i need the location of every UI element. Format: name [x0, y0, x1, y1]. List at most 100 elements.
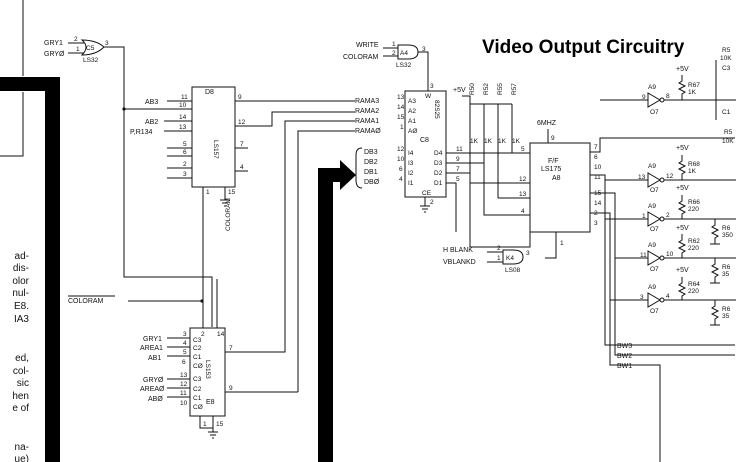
right-edge-components: R5 10K C3 C1 R5 10K: [715, 47, 734, 145]
schematic-label: BW1: [617, 363, 632, 370]
schematic-label: GRY1: [143, 336, 162, 343]
schematic-label: +5V: [676, 267, 689, 274]
gate-k4: K4 H BLANK VBLANKD 2 1 3 LS08: [443, 245, 530, 274]
schematic-label: BW2: [617, 353, 632, 360]
schematic-label: CØ: [193, 363, 203, 370]
chip-a8: F/F LS175 A8 6MHZ 9 5 12 13 4 7 6 10 11 …: [519, 120, 735, 462]
schematic-label: O7: [650, 226, 659, 233]
schematic-label: O7: [650, 266, 659, 273]
schematic-label: 4: [399, 176, 403, 183]
bus-arrow-icon: [318, 160, 356, 190]
schematic-label: AREAØ: [140, 386, 165, 393]
schematic-label: 9: [642, 94, 646, 101]
schematic-label: 9: [238, 94, 242, 101]
schematic-label: 35: [722, 271, 730, 278]
schematic-label: 7: [594, 144, 598, 151]
schematic-label: 13: [519, 191, 527, 198]
schematic-label: RAMA2: [355, 108, 379, 115]
schematic-label: LS175: [541, 166, 561, 173]
schematic-label: O7: [650, 308, 659, 315]
schematic-label: DBØ: [364, 179, 380, 186]
schematic-label: 10: [179, 102, 187, 109]
schematic-label: +5V: [676, 145, 689, 152]
schematic-label: LS08: [505, 267, 521, 274]
schematic-label: 10K: [720, 55, 732, 62]
schematic-label: 3: [526, 250, 530, 257]
schematic-label: 6MHZ: [537, 120, 557, 127]
text-fragment: col-: [13, 366, 29, 377]
schematic-label: 2: [666, 212, 670, 219]
schematic-label: +5V: [676, 225, 689, 232]
body-text: ad- dis- olor nul- E8. IA3 ed, col- sic …: [12, 251, 29, 462]
text-fragment: IA3: [14, 314, 29, 325]
schematic-label: 14: [217, 331, 225, 338]
schematic-label: RAMAØ: [355, 128, 381, 135]
schematic-label: 220: [688, 288, 699, 295]
text-fragment: ue): [15, 454, 29, 462]
schematic-label: LS32: [396, 62, 412, 69]
text-fragment: sic: [17, 378, 29, 389]
schematic-label: A8: [552, 175, 561, 182]
schematic-label: AB3: [145, 99, 158, 106]
schematic-label: 14: [397, 104, 405, 111]
schematic-label: 13: [179, 124, 187, 131]
schematic-label: R6: [722, 264, 731, 271]
schematic-label: LS153: [204, 360, 211, 379]
text-fragment: na-: [15, 442, 29, 453]
schematic-label: D3: [434, 160, 443, 167]
text-fragment: ed,: [15, 353, 29, 364]
schematic-label: 6: [399, 166, 403, 173]
schematic-label: C3: [193, 337, 202, 344]
schematic-label: I1: [408, 180, 414, 187]
schematic-label: A9: [648, 284, 656, 291]
schematic-label: GRY1: [44, 40, 63, 47]
schematic-label: 1: [392, 41, 396, 48]
schematic-label: R55: [497, 83, 504, 95]
schematic-label: P,R134: [130, 129, 153, 136]
schematic-label: 2: [430, 199, 434, 206]
schematic-label: 35: [722, 313, 730, 320]
schematic-label: C2: [193, 345, 202, 352]
schematic-label: A4: [400, 50, 408, 57]
schematic-label: DB2: [364, 159, 378, 166]
schematic-label: R68: [688, 161, 700, 168]
schematic-label: 7: [240, 141, 244, 148]
schematic-label: 1: [400, 124, 404, 131]
schematic-label: VBLANKD: [443, 259, 476, 266]
schematic-label: AREA1: [140, 345, 163, 352]
schematic-label: 12: [180, 381, 188, 388]
schematic-label: WRITE: [356, 42, 379, 49]
schematic-label: AØ: [408, 128, 417, 135]
text-fragment: e of: [12, 403, 29, 414]
schematic-label: 6: [183, 149, 187, 156]
schematic-label: 9: [456, 156, 460, 163]
schematic-label: 1K: [470, 138, 479, 145]
schematic-label: +5V: [676, 66, 689, 73]
schematic-label: I4: [408, 150, 414, 157]
schematic-label: LS32: [83, 57, 99, 64]
text-fragment: ad-: [15, 251, 29, 262]
schematic-label: 4: [240, 164, 244, 171]
schematic-label: A9: [648, 163, 656, 170]
schematic-label: 13: [180, 372, 188, 379]
schematic-label: 1K: [484, 138, 493, 145]
schematic-label: R6: [722, 225, 731, 232]
schematic-label: 1: [560, 240, 564, 247]
schematic-label: A9: [648, 84, 656, 91]
schematic-label: 1K: [512, 138, 521, 145]
schematic-label: 11: [180, 390, 187, 397]
schematic-label: A9: [648, 242, 656, 249]
ram-address-labels: RAMA3 RAMA2 RAMA1 RAMAØ DB3 DB2 DB1 DBØ: [355, 98, 381, 189]
schematic-label: DB1: [364, 169, 378, 176]
schematic-label: 1: [203, 421, 207, 428]
schematic-label: 15: [216, 421, 224, 428]
schematic-label: 3: [640, 294, 644, 301]
schematic-label: 2: [183, 161, 187, 168]
schematic-label: AB2: [145, 119, 158, 126]
gate-c5: C5 GRY1 GRYØ 2 1 3 LS32: [44, 36, 213, 327]
schematic-label: 10: [180, 400, 188, 407]
schematic-label: A9: [648, 203, 656, 210]
schematic-label: R5: [724, 129, 733, 136]
schematic-label: 15: [228, 189, 236, 196]
